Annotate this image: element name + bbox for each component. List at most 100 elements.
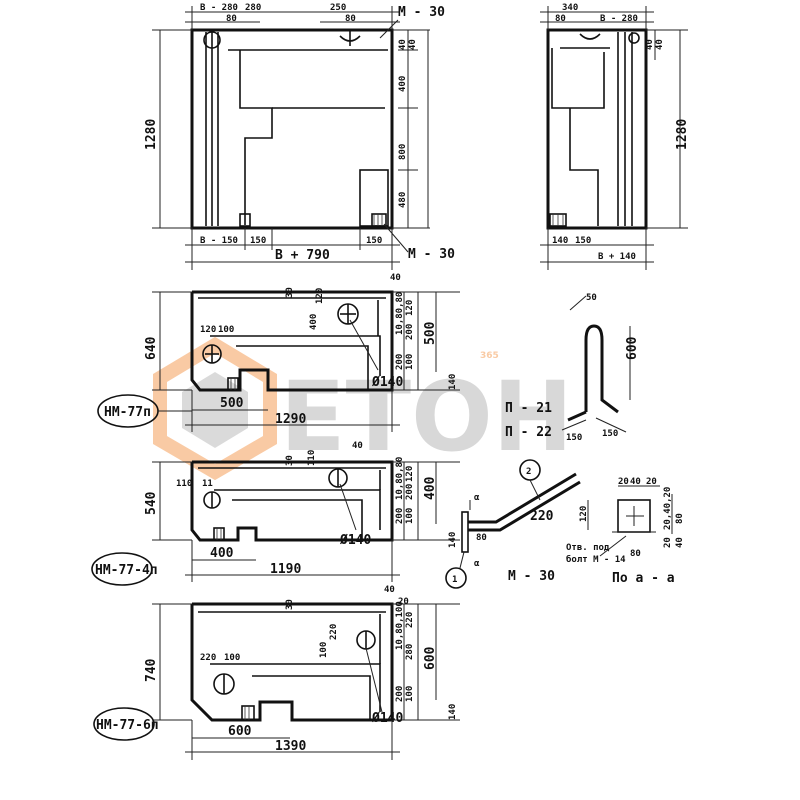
tf-dim-top-2: 80	[226, 14, 237, 24]
b1-dim-top-0: 40	[390, 273, 401, 283]
b1-tag: НМ-77п	[104, 405, 151, 420]
b3-overall-right: 600	[423, 646, 438, 670]
section-dim-side-0: 20	[663, 537, 673, 548]
b2-dim-right-b-0: 200	[395, 508, 405, 524]
tf-dim-right-0: 40	[398, 39, 408, 50]
ts-height: 1280	[675, 119, 690, 150]
hook-dim-bot-1: 150	[602, 429, 618, 439]
embed-dim-80b: 80	[630, 549, 641, 559]
b3-dim-left-1: 100	[224, 653, 240, 663]
b1-dim-right-a-2: 200	[405, 324, 415, 340]
block-3: 40 30 20 220 100 100 220 10,80,100 220 2…	[93, 585, 460, 760]
section-dim-right-1: 80	[675, 513, 685, 524]
section-dim-top-0: 20	[618, 477, 629, 487]
b3-tag-bubble	[93, 707, 155, 741]
tf-dim-bot-2: B + 790	[275, 248, 330, 263]
b2-dim-top-0: 40	[352, 441, 363, 451]
hook-detail: 50 600 150 150 П - 21 П - 22	[505, 293, 640, 443]
b2-dim-right-a-0: 10,80,80	[395, 457, 405, 500]
tf-dim-right-2: 400	[398, 76, 408, 92]
tf-dim-top-1: 280	[245, 3, 261, 13]
ts-dim-right-1: 40	[655, 39, 665, 50]
embed-len-220: 220	[530, 509, 554, 524]
b2-hole: Ø140	[339, 533, 371, 548]
top-side-view: 340 80 B - 280 40 40 1280 140 150 B + 14…	[540, 3, 690, 270]
hook-dim-height: 600	[625, 336, 640, 360]
b3-dim-top-2: 20	[398, 597, 409, 607]
tf-dim-bot-1: 150	[250, 236, 266, 246]
b1-bottom-small: 140	[448, 374, 458, 390]
hook-dim-bot-0: 150	[566, 433, 582, 443]
b2-dim-right-a-1: 120	[405, 466, 415, 482]
tf-dim-right-4: 480	[398, 192, 408, 208]
b3-dim-top-1: 30	[285, 599, 295, 610]
b2-dim-right-b-1: 100	[405, 508, 415, 524]
b1-dim-right-a-0: 10,80,80	[395, 292, 405, 335]
tf-dim-right-1: 40	[408, 39, 418, 50]
ts-dim-bot-2: B + 140	[598, 252, 636, 262]
b3-dim-mid-0: 100	[319, 642, 329, 658]
b1-dim-top-2: 120	[315, 288, 325, 304]
ts-dim-top-0: 340	[562, 3, 578, 13]
tf-dim-bot-3: 150	[366, 236, 382, 246]
b3-bottom-small: 140	[448, 704, 458, 720]
b1-dim-500: 500	[220, 396, 244, 411]
hook-dim-top: 50	[586, 293, 597, 303]
b2-tag: НМ-77-4п	[95, 563, 158, 578]
section-dim-right-0: 20,40,20	[663, 487, 673, 530]
tf-label-m30-top: M - 30	[398, 5, 445, 20]
section-dim-side-1: 40	[675, 537, 685, 548]
b1-hole: Ø140	[371, 375, 403, 390]
b3-height: 740	[144, 658, 159, 682]
b3-dim-right-b-0: 200	[395, 686, 405, 702]
b2-dim-width: 1190	[270, 562, 301, 577]
b3-dim-600: 600	[228, 724, 252, 739]
embed-dim-120: 120	[579, 506, 589, 522]
b1-dim-right-a-1: 120	[405, 300, 415, 316]
embed-alpha-top: α	[474, 493, 480, 503]
embed-detail: α α 2 1 220 80 120 М - 30 Отв. под болт …	[445, 459, 641, 589]
b2-dim-left-1: 11	[202, 479, 213, 489]
b2-tag-bubble	[91, 552, 153, 586]
b3-tag: НМ-77-6п	[96, 718, 159, 733]
ts-dim-top-1: 80	[555, 14, 566, 24]
b2-overall-right: 400	[423, 476, 438, 500]
b1-dim-left-0: 120	[200, 325, 216, 335]
b3-dim-right-a-2: 280	[405, 644, 415, 660]
b3-dim-width: 1390	[275, 739, 306, 754]
b2-dim-top-1: 30	[285, 455, 295, 466]
block-1: 40 30 120 120 100 400 10,80,80 120 200 2…	[97, 273, 460, 432]
b3-dim-right-a-1: 220	[405, 612, 415, 628]
b3-dim-left-0: 220	[200, 653, 216, 663]
tf-height: 1280	[144, 119, 159, 150]
tf-dim-top-3: 250	[330, 3, 346, 13]
b1-dim-left-1: 100	[218, 325, 234, 335]
tf-dim-right-3: 800	[398, 144, 408, 160]
b3-hole: Ø140	[371, 711, 403, 726]
ts-dim-bot-1: 150	[575, 236, 591, 246]
embed-hole-note: Отв. под	[566, 543, 610, 553]
b1-dim-top-1: 30	[285, 287, 295, 298]
embed-name: М - 30	[508, 569, 555, 584]
embed-alpha-bot: α	[474, 559, 480, 569]
hook-name-0: П - 21	[505, 401, 552, 416]
b1-dim-right-b-1: 100	[405, 354, 415, 370]
tf-dim-top-4: 80	[345, 14, 356, 24]
embed-bolt-note: болт М - 14	[566, 554, 626, 565]
b1-overall-right: 500	[423, 321, 438, 345]
section-dim-top-2: 20	[646, 477, 657, 487]
top-front-view: B - 280 280 80 250 80 M - 30 40 40 400 8…	[144, 3, 455, 270]
block-2: 40 30 110 110 11 10,80,80 120 200 200 10…	[91, 441, 460, 586]
b1-dim-right-b-0: 200	[395, 354, 405, 370]
section-title: По а - а	[612, 571, 675, 586]
b3-dim-top-0: 40	[384, 585, 395, 595]
b3-dim-right-b-1: 100	[405, 686, 415, 702]
section-dim-top-1: 40	[630, 477, 641, 487]
watermark-text-top: 365	[480, 351, 499, 361]
embed-marker-1-label: 1	[452, 575, 457, 585]
embed-marker-2-label: 2	[526, 467, 531, 477]
b2-dim-left-0: 110	[176, 479, 192, 489]
tf-label-m30-bottom: M - 30	[408, 247, 455, 262]
tf-dim-bot-0: B - 150	[200, 236, 238, 246]
